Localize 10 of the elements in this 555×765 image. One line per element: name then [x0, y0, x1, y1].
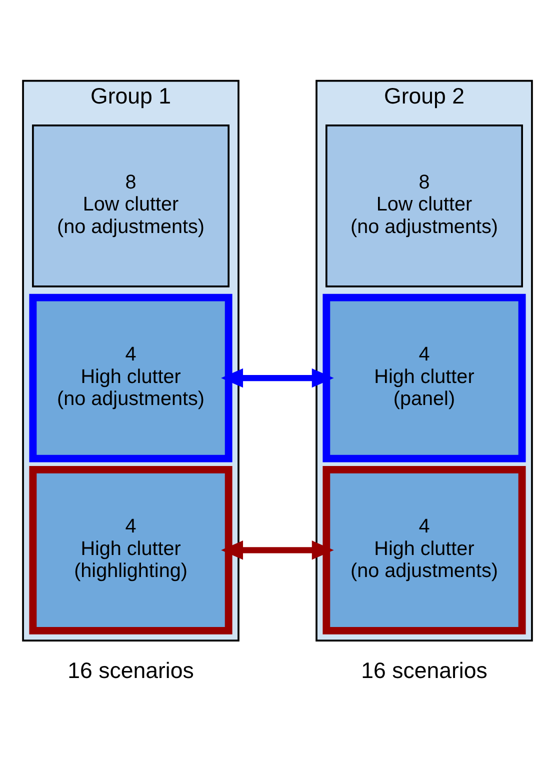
arrow: [221, 540, 334, 560]
arrow: [221, 368, 334, 388]
node-box: 4 High clutter (panel): [322, 293, 526, 462]
node-box: 8 Low clutter (no adjustments): [32, 124, 230, 287]
node-box: 4 High clutter (highlighting): [29, 465, 232, 634]
node-box: 4 High clutter (no adjustments): [29, 293, 232, 462]
node-box: 4 High clutter (no adjustments): [322, 465, 526, 634]
node-label: 16 scenarios: [361, 658, 488, 683]
node-box: 8 Low clutter (no adjustments): [325, 124, 523, 287]
node-label: 16 scenarios: [68, 658, 194, 683]
